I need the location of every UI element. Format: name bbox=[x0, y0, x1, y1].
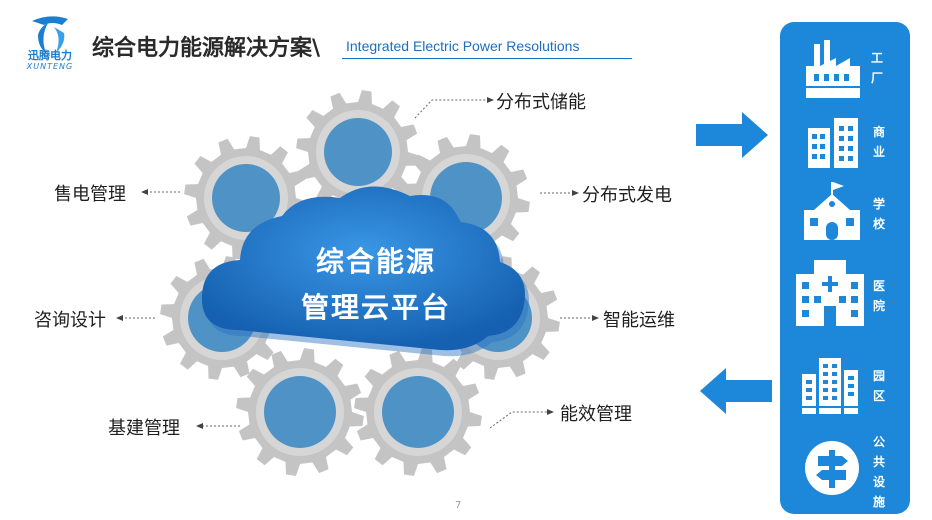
page-title: 综合电力能源解决方案\ bbox=[92, 36, 321, 61]
public-facility-icon bbox=[805, 441, 859, 495]
xunteng-logo-icon bbox=[32, 16, 68, 53]
gear-bottom-right-icon bbox=[354, 348, 482, 476]
factory-icon bbox=[806, 40, 860, 98]
cloud-shape bbox=[201, 186, 529, 357]
gear-top-icon bbox=[296, 90, 420, 214]
logo-english-name: XUNTENG bbox=[26, 62, 74, 71]
title-underline bbox=[342, 58, 632, 59]
commercial-building-icon bbox=[808, 118, 858, 168]
gear-bottom-left-icon bbox=[236, 348, 364, 476]
school-icon bbox=[804, 182, 860, 240]
category-label-park: 园区 bbox=[872, 369, 885, 403]
service-electricity-sales: 售电管理 bbox=[54, 184, 126, 205]
service-distributed-generation: 分布式发电 bbox=[582, 185, 672, 206]
service-efficiency-management: 能效管理 bbox=[560, 404, 632, 425]
industrial-park-icon bbox=[802, 358, 858, 414]
cloud-title-line2: 管理云平台 bbox=[300, 291, 451, 324]
service-consulting-design: 咨询设计 bbox=[34, 310, 106, 331]
arrow-right-icon bbox=[696, 112, 768, 158]
page-number: 7 bbox=[455, 500, 462, 511]
category-label-school: 学校 bbox=[872, 197, 885, 231]
service-smart-operation: 智能运维 bbox=[603, 310, 675, 331]
category-label-factory: 工厂 bbox=[870, 51, 883, 85]
page-subtitle: Integrated Electric Power Resolutions bbox=[346, 38, 580, 54]
arrow-left-icon bbox=[700, 368, 772, 414]
hospital-icon bbox=[796, 260, 864, 326]
application-scenarios-panel: 工厂 商业 学校 bbox=[780, 22, 910, 514]
category-label-public-facility: 公共设施 bbox=[872, 435, 885, 509]
service-distributed-storage: 分布式储能 bbox=[496, 92, 586, 113]
service-construction-management: 基建管理 bbox=[108, 418, 180, 439]
category-label-commercial: 商业 bbox=[872, 125, 885, 159]
cloud-title-line1: 综合能源 bbox=[315, 245, 436, 278]
category-label-hospital: 医院 bbox=[872, 279, 885, 313]
logo-chinese-name: 迅腾电力 bbox=[28, 49, 72, 62]
